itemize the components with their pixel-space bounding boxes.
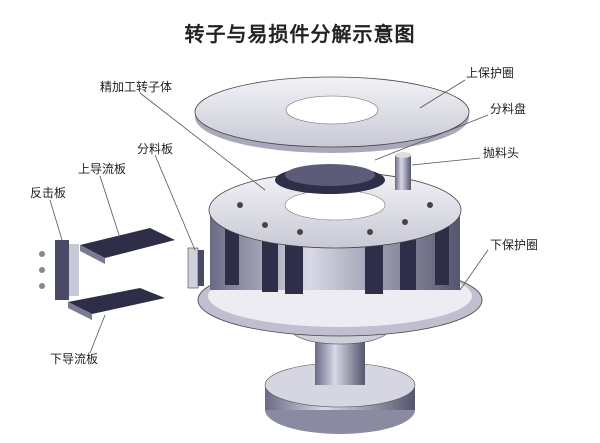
- label-upper-guard-ring: 上保护圈: [466, 66, 515, 80]
- leader-lines: [49, 79, 489, 354]
- label-distributor-board: 分料板: [137, 142, 174, 156]
- label-distributor-plate: 分料盘: [490, 102, 527, 116]
- upper-guide-plate: [80, 228, 175, 264]
- label-rotor-body: 精加工转子体: [100, 80, 173, 94]
- distributor-board: [187, 247, 204, 289]
- rotor-body: [208, 171, 462, 294]
- label-throwing-head: 抛料头: [483, 146, 520, 160]
- diagram-title: 转子与易损件分解示意图: [184, 22, 416, 46]
- distributor-plate: [275, 152, 411, 194]
- lower-guide-plate: [68, 288, 165, 320]
- label-impact-plate: 反击板: [30, 186, 67, 200]
- impact-plate: [39, 240, 79, 300]
- label-upper-guide-plate: 上导流板: [78, 162, 127, 176]
- upper-guard-ring: [194, 76, 470, 153]
- label-lower-guide-plate: 下导流板: [50, 352, 99, 366]
- label-lower-guard-ring: 下保护圈: [490, 238, 539, 252]
